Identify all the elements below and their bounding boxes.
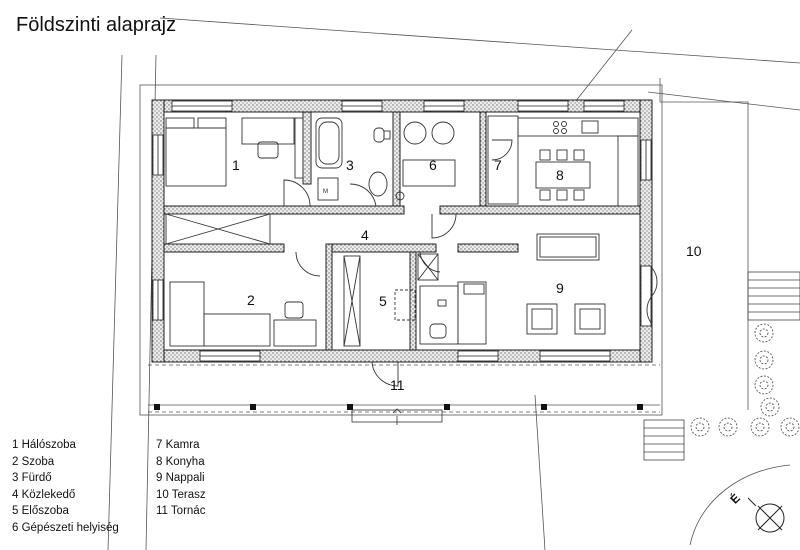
room-labels: 1 2 3 4 5 6 7 8 9 10 11 — [232, 157, 702, 393]
legend-item: 9 Nappali — [156, 472, 205, 485]
room-legend-left: 1 Hálószoba 2 Szoba 3 Fürdő 4 Közlekedő … — [12, 437, 119, 537]
walls — [151, 99, 653, 363]
mechanical-equipment — [395, 121, 456, 201]
room-label-6: 6 — [429, 157, 437, 173]
site-lines — [107, 17, 800, 550]
bedroom-furniture — [165, 117, 304, 245]
terrace-stairs — [643, 271, 800, 461]
room-label-3: 3 — [346, 157, 354, 173]
legend-item: 7 Kamra — [156, 439, 200, 451]
north-arrow — [747, 497, 785, 533]
room-label-2: 2 — [247, 292, 255, 308]
room-label-7: 7 — [494, 157, 502, 173]
windows — [152, 100, 652, 362]
legend-item: 6 Gépészeti helyiség — [12, 521, 119, 534]
legend-item: 8 Konyha — [156, 455, 205, 468]
north-label: É — [727, 490, 743, 506]
pantry-shelves — [487, 115, 519, 205]
legend-item: 2 Szoba — [12, 455, 55, 468]
legend-item: 10 Terasz — [156, 488, 206, 501]
room2-furniture — [169, 281, 317, 347]
legend-item: 4 Közlekedő — [12, 488, 76, 501]
living-furniture — [526, 233, 606, 335]
room-label-1: 1 — [232, 157, 240, 173]
legend-item: 1 Hálószoba — [12, 439, 76, 451]
porch-posts — [154, 404, 643, 410]
room-label-11: 11 — [390, 377, 405, 393]
room-label-5: 5 — [379, 293, 387, 309]
bathroom-fixtures — [315, 117, 391, 201]
entry-step — [351, 408, 443, 425]
shrubs — [690, 323, 800, 437]
kitchen-furniture — [517, 117, 639, 207]
room-label-4: 4 — [361, 227, 369, 243]
drawing-title: Földszinti alaprajz — [16, 14, 177, 36]
range-label: M — [323, 189, 328, 195]
room-label-8: 8 — [556, 167, 564, 183]
room-legend-right: 7 Kamra 8 Konyha 9 Nappali 10 Terasz 11 … — [156, 437, 206, 520]
hall-furniture — [343, 253, 487, 347]
legend-item: 5 Előszoba — [12, 505, 69, 518]
legend-item: 11 Tornác — [156, 505, 206, 518]
room-label-10: 10 — [686, 243, 702, 259]
room-label-9: 9 — [556, 280, 564, 296]
doors — [283, 139, 658, 387]
legend-item: 3 Fürdő — [12, 472, 52, 485]
